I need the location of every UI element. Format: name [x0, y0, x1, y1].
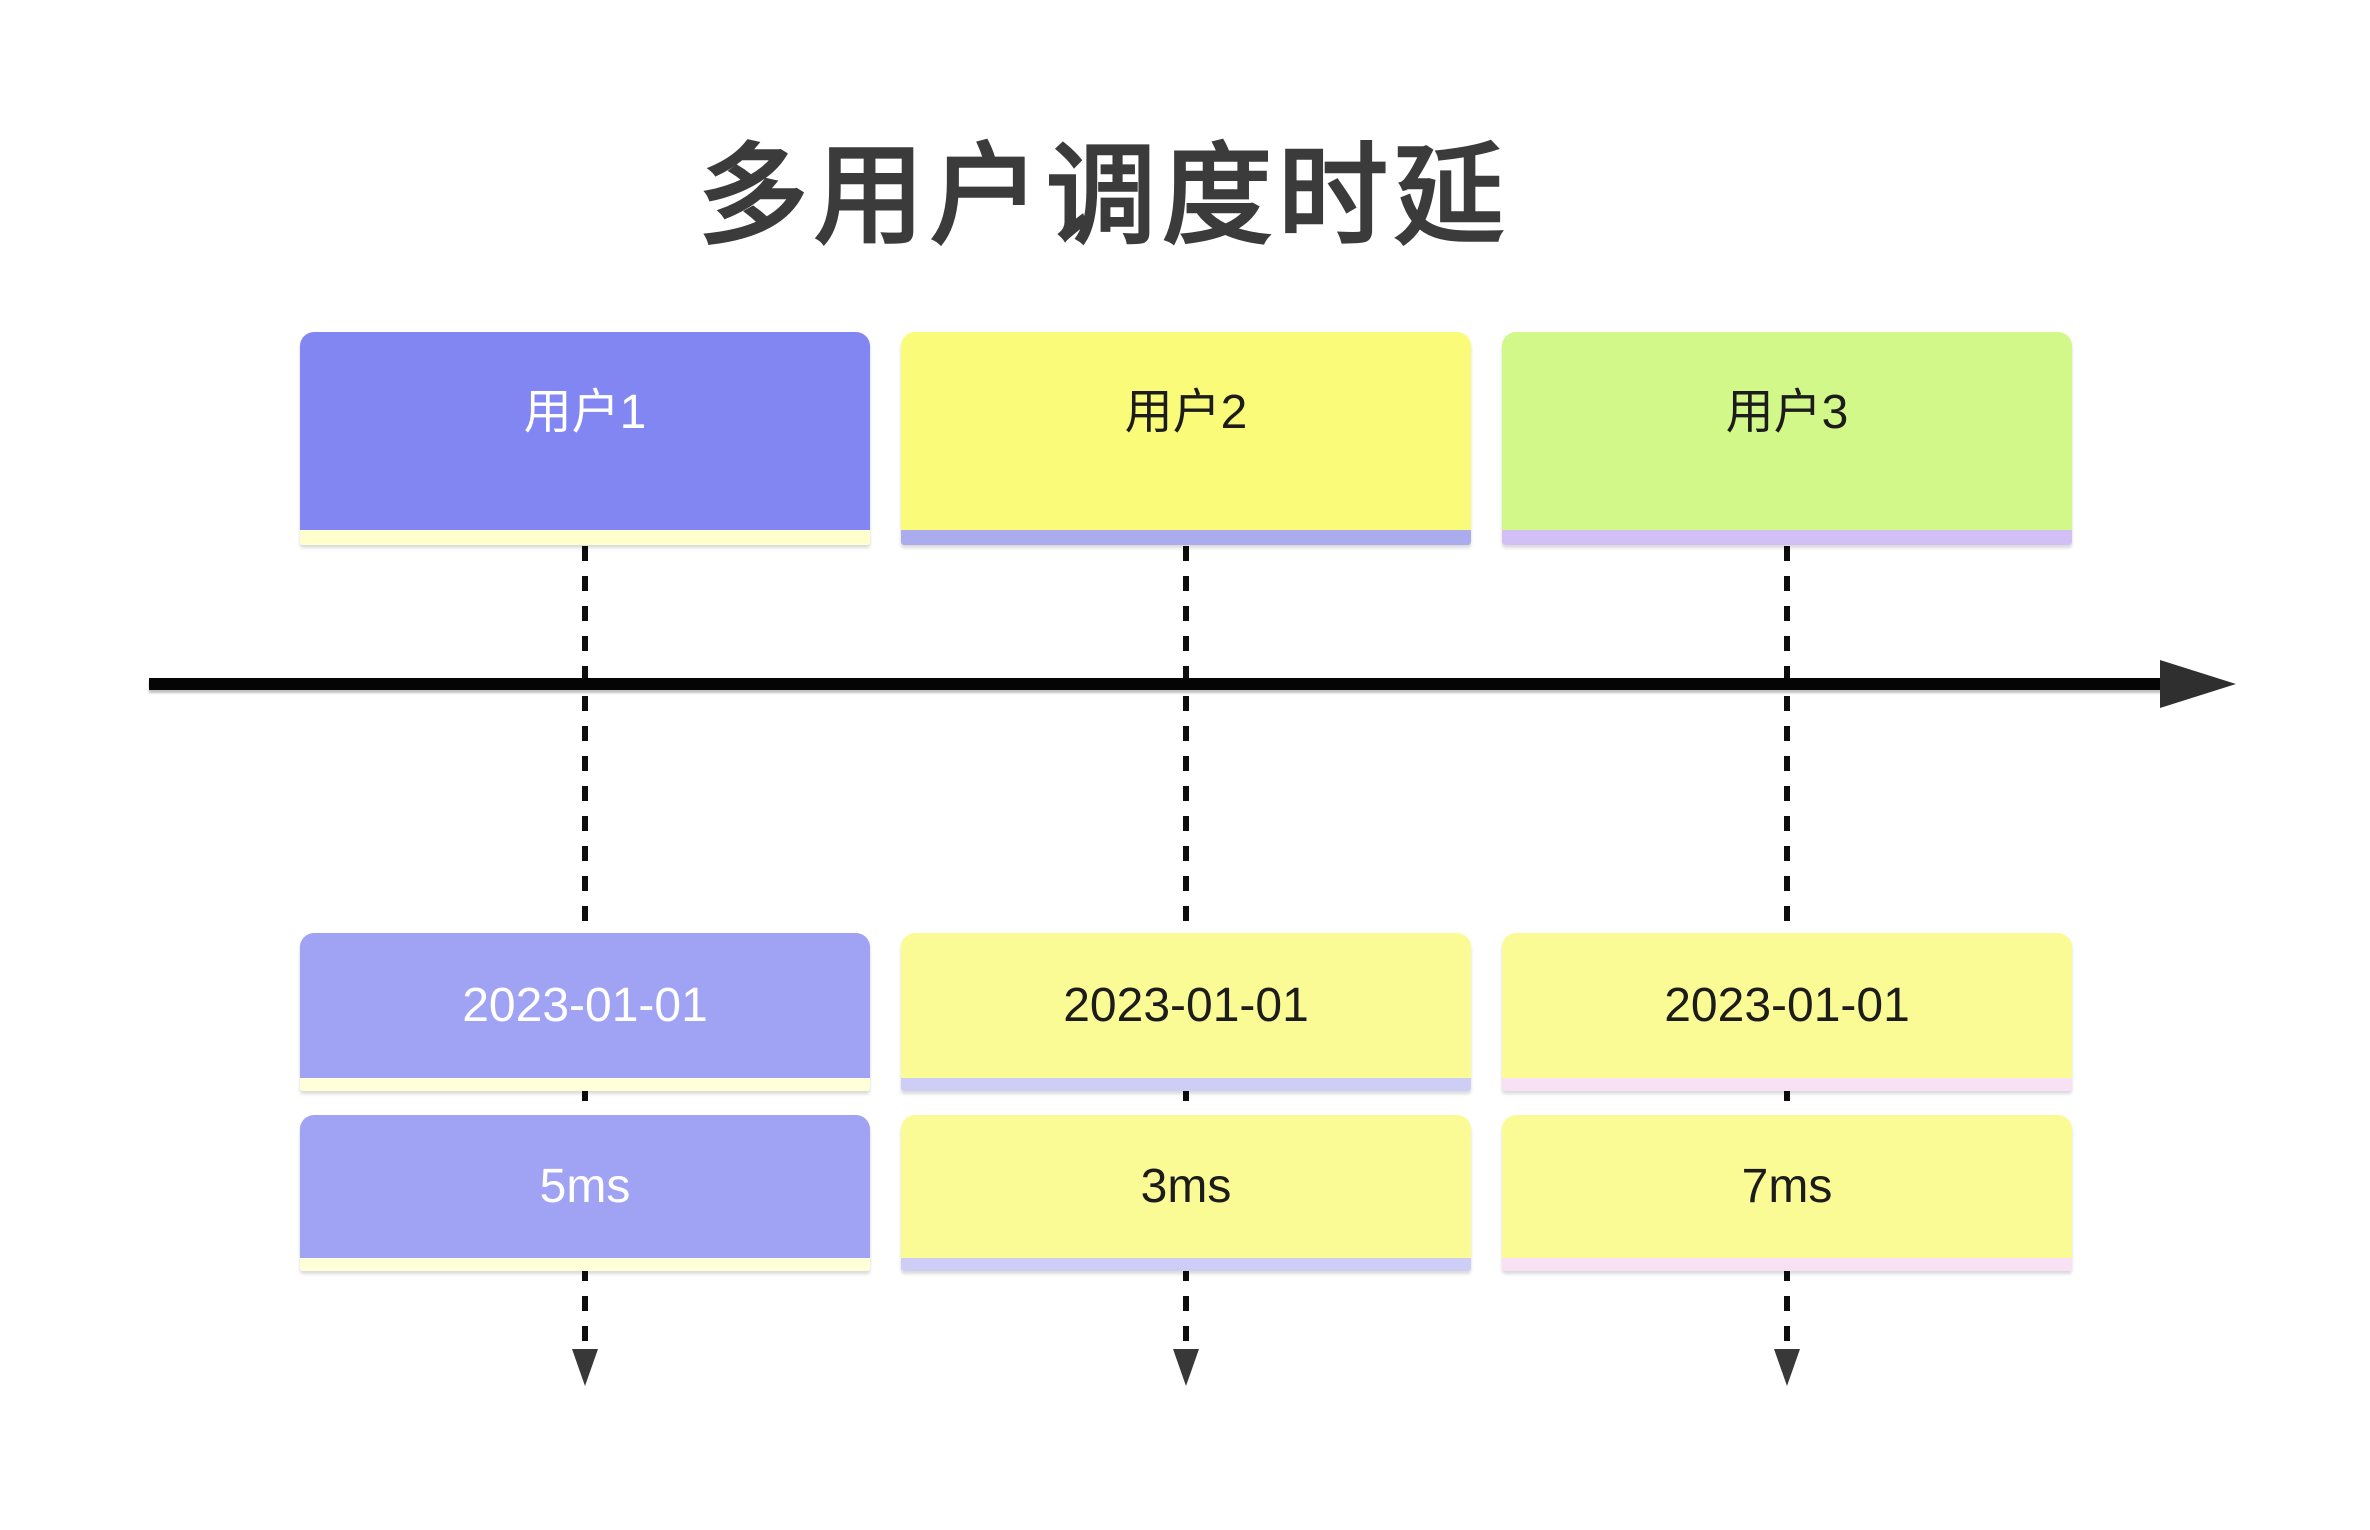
date-strip [901, 1078, 1471, 1091]
latency-strip [901, 1258, 1471, 1271]
user-label: 用户1 [523, 386, 647, 439]
latency-label: 7ms [1741, 1160, 1833, 1213]
user-header-box: 用户1 [300, 332, 870, 545]
user-header-fill: 用户2 [901, 332, 1471, 530]
user-header-fill: 用户3 [1502, 332, 2072, 530]
latency-label: 5ms [539, 1160, 631, 1213]
date-strip [300, 1078, 870, 1091]
latency-box: 3ms [901, 1115, 1471, 1271]
date-label: 2023-01-01 [462, 979, 708, 1032]
date-fill: 2023-01-01 [1502, 933, 2072, 1078]
date-box: 2023-01-01 [1502, 933, 2072, 1091]
latency-box: 5ms [300, 1115, 870, 1271]
date-label: 2023-01-01 [1063, 979, 1309, 1032]
connector-arrowhead-icon [572, 1349, 598, 1386]
latency-box: 7ms [1502, 1115, 2072, 1271]
date-box: 2023-01-01 [300, 933, 870, 1091]
user-header-strip [300, 530, 870, 545]
date-strip [1502, 1078, 2072, 1091]
user-header-box: 用户3 [1502, 332, 2072, 545]
user-header-strip [901, 530, 1471, 545]
connector-arrowhead-icon [1774, 1349, 1800, 1386]
timeline-axis [149, 678, 2165, 690]
latency-label: 3ms [1140, 1160, 1232, 1213]
latency-fill: 7ms [1502, 1115, 2072, 1258]
user-label: 用户3 [1725, 386, 1849, 439]
latency-fill: 5ms [300, 1115, 870, 1258]
date-fill: 2023-01-01 [901, 933, 1471, 1078]
date-label: 2023-01-01 [1664, 979, 1910, 1032]
date-box: 2023-01-01 [901, 933, 1471, 1091]
user-header-box: 用户2 [901, 332, 1471, 545]
latency-fill: 3ms [901, 1115, 1471, 1258]
date-fill: 2023-01-01 [300, 933, 870, 1078]
latency-strip [1502, 1258, 2072, 1271]
axis-arrowhead-icon [2160, 660, 2236, 708]
page-title: 多用户调度时延 [698, 135, 1510, 258]
user-label: 用户2 [1124, 386, 1248, 439]
user-header-fill: 用户1 [300, 332, 870, 530]
connector-arrowhead-icon [1173, 1349, 1199, 1386]
latency-strip [300, 1258, 870, 1271]
user-header-strip [1502, 530, 2072, 545]
